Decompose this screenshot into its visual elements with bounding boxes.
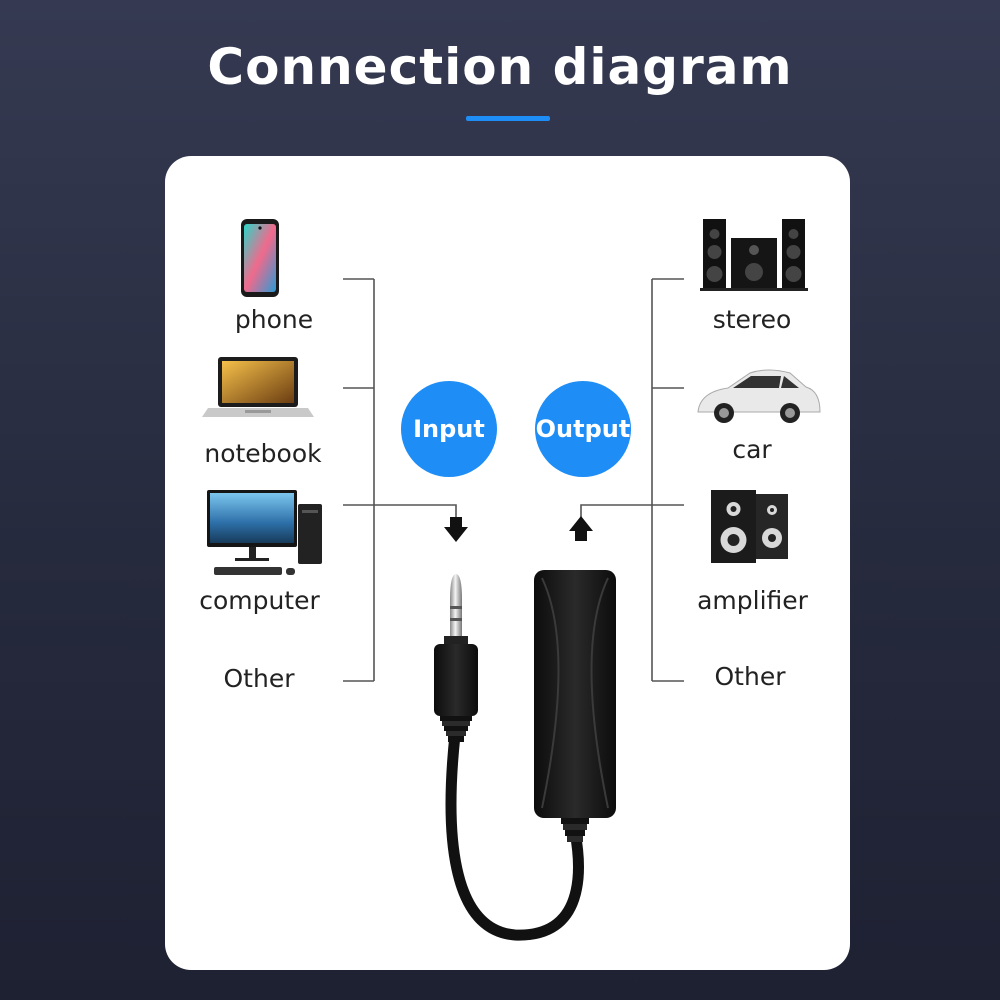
desktop-computer-icon [207,490,322,575]
input-badge: Input [401,381,497,477]
output-connector-lines [580,278,684,682]
audio-jack-plug [434,574,478,742]
isolator-device [534,570,616,842]
output-device-label-amplifier: amplifier [697,586,808,615]
input-device-label-phone: phone [234,305,314,334]
output-device-label-car: car [732,435,772,464]
input-arrow-icon [444,517,468,542]
output-device-label-stereo: stereo [712,305,792,334]
speakers-icon [711,490,788,563]
input-device-label-other: Other [223,664,295,693]
output-device-label-other: Other [714,662,786,691]
input-connector-lines [343,278,457,682]
page-title: Connection diagram [207,38,793,96]
car-icon [697,369,821,423]
laptop-icon [202,357,314,417]
output-badge: Output [535,381,631,477]
output-arrow-icon [569,516,593,541]
stereo-system-icon [700,219,808,291]
input-device-label-notebook: notebook [204,439,322,468]
input-device-label-computer: computer [199,586,320,615]
title-underline [466,116,550,121]
smartphone-icon [241,219,279,297]
cable [445,729,584,941]
